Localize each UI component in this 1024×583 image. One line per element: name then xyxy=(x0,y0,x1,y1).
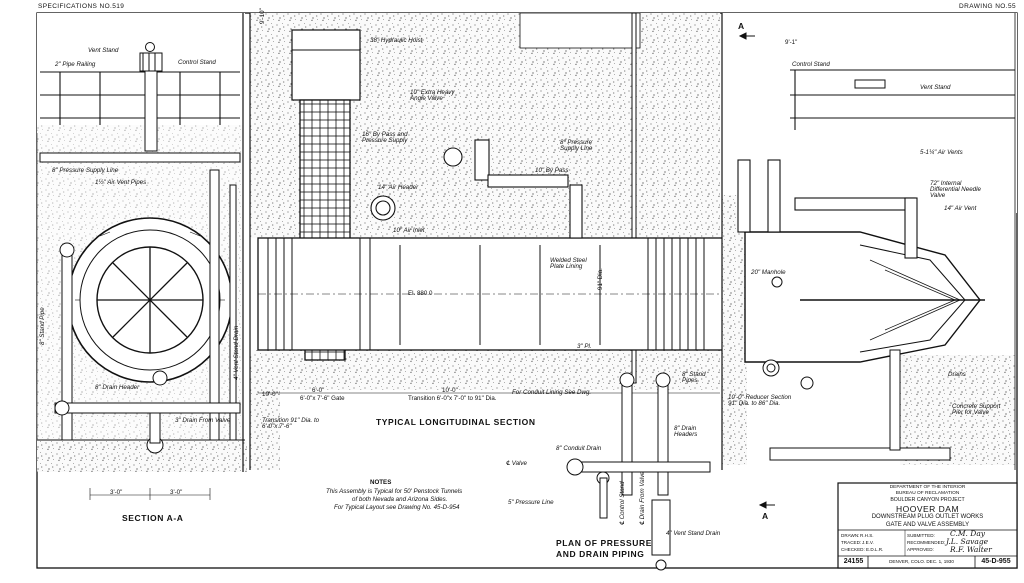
section-aa-title: SECTION A-A xyxy=(122,513,184,523)
label-angle-valve: 10" Extra Heavy Angle Valve xyxy=(410,89,455,103)
dim-aa-1: 3'-0" xyxy=(110,489,123,496)
section-mark-top: A xyxy=(738,21,745,31)
label-air-header: 14" Air Header xyxy=(378,184,419,191)
tb-location-date: DENVER, COLO. DEC. 1, 1930 xyxy=(889,559,954,564)
label-drains: Drains xyxy=(948,371,966,378)
label-conduit-drain: 8" Conduit Drain xyxy=(556,445,602,452)
tb-sig-submitted: C.M. Day xyxy=(950,529,986,538)
label-air-inlet: 10" Air Inlet xyxy=(393,227,425,234)
label-e-valve: ℄ Valve xyxy=(506,460,527,467)
plan-view xyxy=(566,372,711,571)
label-conduit-lining: For Conduit Lining See Dwg. xyxy=(512,389,592,396)
label-drain-headers: 8" Drain Headers xyxy=(674,425,698,439)
tb-project: BOULDER CANYON PROJECT xyxy=(890,497,965,503)
label-reducer: 10'-0" Reducer Section 91" Dia. to 86" D… xyxy=(728,394,792,408)
label-by-pass: 10" By Pass xyxy=(535,167,569,174)
notes-line-1: This Assembly is Typical for 50' Penstoc… xyxy=(326,488,463,495)
label-bypass-supply: 16" By Pass and Pressure Supply xyxy=(362,131,408,145)
label-air-vent-pipes: 1½" Air Vent Pipes xyxy=(95,179,147,186)
section-arrows xyxy=(738,32,775,509)
tb-line1: DOWNSTREAM PLUG OUTLET WORKS xyxy=(871,514,984,520)
tb-approved-label: APPROVED: xyxy=(907,547,934,552)
tb-dam: HOOVER DAM xyxy=(895,504,960,514)
notes-line-2: of both Nevada and Arizona Sides. xyxy=(352,496,448,503)
label-vent-stand: Vent Stand xyxy=(88,47,119,54)
label-pressure-supply-line: 8" Pressure Supply Line xyxy=(52,167,119,174)
tb-submitted-label: SUBMITTED: xyxy=(907,533,935,538)
label-hydraulic-hoist: 38" Hydraulic Hoist xyxy=(370,37,423,44)
dim-trans: 10'-0" xyxy=(442,387,458,394)
label-vent-stand-right: Vent Stand xyxy=(920,84,951,91)
label-transition-mid: Transition 6'-0"x 7'-0" to 91" Dia. xyxy=(408,395,497,402)
tb-sig-approved: R.F. Walter xyxy=(950,545,992,554)
tb-checked-value: E.D.L.R. xyxy=(866,547,884,552)
label-needle-valve: 72" Internal Differential Needle Valve xyxy=(930,180,981,200)
label-pressure-line-5: 5" Pressure Line xyxy=(508,499,554,506)
tb-number-right: 45-D-955 xyxy=(981,558,1011,565)
tb-traced-value: J.E.V. xyxy=(862,540,874,545)
label-drain-from-valve: 3" Drain From Valve xyxy=(175,417,231,424)
label-pipe-railing: 2" Pipe Railing xyxy=(55,61,96,68)
tb-drawn-label: DRAWN: xyxy=(841,533,860,538)
label-pressure-supply-mid: 8" Pressure Supply Line xyxy=(560,139,593,153)
tb-drawn-value: R.H.S. xyxy=(860,533,874,538)
tb-sig-recommended: J.L. Savage xyxy=(946,537,989,546)
label-control-stand-right: Control Stand xyxy=(792,61,830,68)
label-stand-pipes: 8" Stand Pipes xyxy=(682,371,706,385)
tb-line2: GATE AND VALVE ASSEMBLY xyxy=(885,522,970,528)
label-control-stand: Control Stand xyxy=(178,59,216,66)
valve-view xyxy=(721,13,1017,470)
label-concrete-pier: Concrete Support Pier for Valve xyxy=(952,403,1001,417)
section-aa-view xyxy=(37,13,247,500)
spec-number: SPECIFICATIONS NO.519 xyxy=(38,3,125,10)
label-air-vents: 5-1¼" Air Vents xyxy=(920,149,963,156)
tb-checked-label: CHECKED: xyxy=(841,547,865,552)
label-stand-pipe: 8" Stand Pipe xyxy=(39,307,46,345)
label-e-drain-from-valve: ℄ Drain From Valve xyxy=(639,471,646,525)
label-plate-thickness: 3" Pl. xyxy=(577,343,592,350)
dim-top-1: 9'-10" xyxy=(259,8,266,24)
label-air-vent-14: 14" Air Vent xyxy=(944,205,977,212)
section-mark-bottom: A xyxy=(762,511,769,521)
label-transition-left: Transition 91" Dia. to 6'-0"x 7'-6" xyxy=(262,417,320,431)
label-vent-stand-drain: 4" Vent Stand Drain xyxy=(233,325,240,380)
label-gate-size: 6'-0"x 7'-6" Gate xyxy=(300,395,345,402)
longitudinal-section-view xyxy=(249,12,729,470)
label-dia: 91" Dia. xyxy=(597,268,604,290)
longitudinal-title: TYPICAL LONGITUDINAL SECTION xyxy=(376,417,536,427)
label-vent-stand-drain-plan: 4" Vent Stand Drain xyxy=(666,530,721,537)
label-elevation: El. 880.0 xyxy=(408,290,433,297)
label-welded-steel: Welded Steel Plate Lining xyxy=(550,257,587,271)
label-manhole: 20" Manhole xyxy=(751,269,786,276)
title-block xyxy=(837,482,1018,569)
dim-left: 10'-0" xyxy=(262,391,278,398)
notes-title: NOTES xyxy=(370,479,392,486)
tb-bureau: BUREAU OF RECLAMATION xyxy=(895,491,960,496)
tb-department: DEPARTMENT OF THE INTERIOR xyxy=(889,485,966,490)
drawing-number: DRAWING NO.55 xyxy=(959,3,1016,10)
dim-right-top: 9'-1" xyxy=(785,39,798,46)
notes-line-3: For Typical Layout see Drawing No. 45-D-… xyxy=(334,504,460,511)
label-drain-header: 8" Drain Header xyxy=(95,384,140,391)
label-e-control-stand: ℄ Control Stand xyxy=(619,481,626,525)
tb-number-left: 24155 xyxy=(843,558,864,565)
dim-aa-2: 3'-0" xyxy=(170,489,183,496)
tb-traced-label: TRACED: xyxy=(841,540,862,545)
dim-gate: 6'-0" xyxy=(312,387,325,394)
tb-recommended-label: RECOMMENDED: xyxy=(907,540,946,545)
